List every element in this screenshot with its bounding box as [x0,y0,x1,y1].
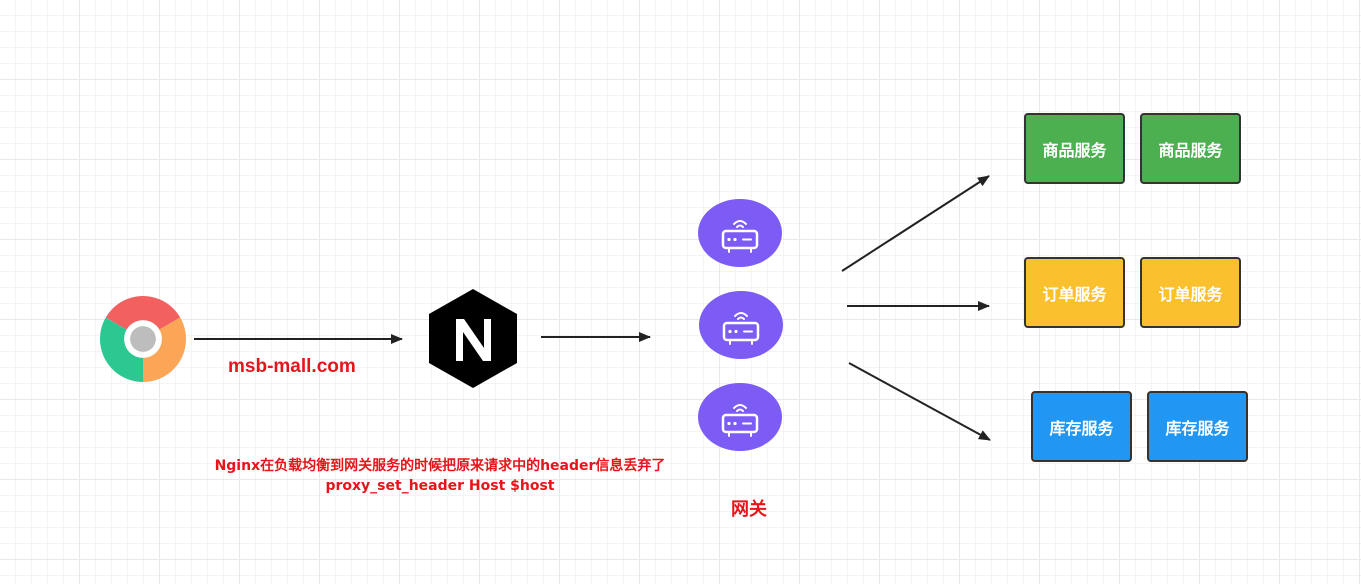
order-service-box: 订单服务 [1024,257,1125,328]
product-service-box: 商品服务 [1024,113,1125,184]
arrow-gateway-to-product [841,175,990,272]
order-service-box: 订单服务 [1140,257,1241,328]
router-icon [699,291,783,359]
router-icon [698,199,782,267]
note-line-2: proxy_set_header Host $host [325,478,555,494]
inventory-service-box: 库存服务 [1031,391,1132,462]
product-service-box: 商品服务 [1140,113,1241,184]
nginx-header-note: Nginx在负载均衡到网关服务的时候把原来请求中的header信息丢弃了 pro… [170,456,710,496]
router-icon [698,383,782,451]
domain-label: msb-mall.com [228,356,356,377]
arrow-gateway-to-inventory [848,362,991,441]
inventory-service-box: 库存服务 [1147,391,1248,462]
nginx-icon [429,289,517,388]
gateway-label: 网关 [731,499,767,520]
note-line-1: Nginx在负载均衡到网关服务的时候把原来请求中的header信息丢弃了 [214,458,666,474]
chrome-icon [100,296,186,382]
